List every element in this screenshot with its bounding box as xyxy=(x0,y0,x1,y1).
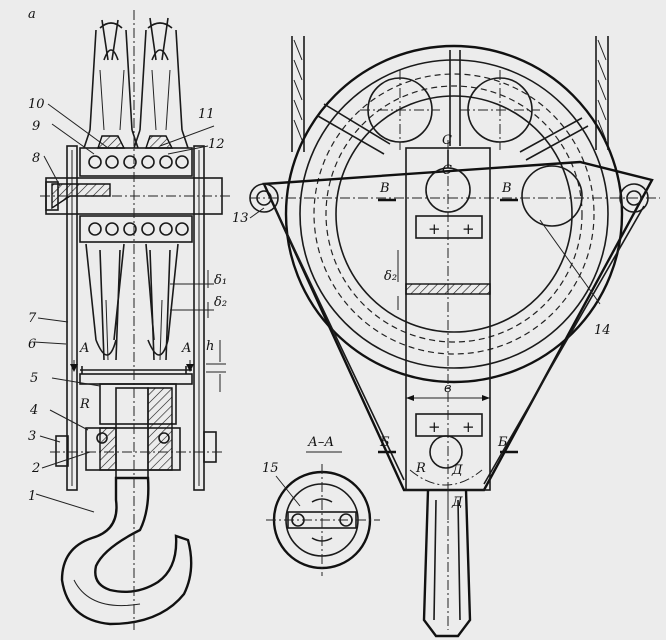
label-3: 3 xyxy=(28,429,36,444)
label-9: 9 xyxy=(32,119,40,134)
label-c-top: C xyxy=(442,133,452,148)
label-15: 15 xyxy=(262,461,279,476)
label-r-right: R xyxy=(415,461,426,476)
label-7: 7 xyxy=(28,311,37,326)
callout-labels: а 10 9 8 11 12 7 6 5 4 3 2 1 A A R h δ₁ … xyxy=(28,7,611,510)
label-delta1: δ₁ xyxy=(214,273,227,288)
label-12: 12 xyxy=(208,137,225,152)
label-section-aa: А–А xyxy=(307,435,334,450)
lower-bearings xyxy=(79,215,193,243)
label-bb-right: Б xyxy=(497,435,508,450)
label-2: 2 xyxy=(31,461,40,476)
svg-text:+: + xyxy=(462,220,475,238)
section-a-a xyxy=(266,451,380,576)
upper-bearings xyxy=(79,135,193,177)
label-5: 5 xyxy=(30,371,38,386)
label-13: 13 xyxy=(232,211,249,226)
label-section-a-right: A xyxy=(181,341,191,356)
label-d-right: Д xyxy=(451,463,463,478)
svg-text:+: + xyxy=(428,220,441,238)
hook-shank xyxy=(422,489,472,638)
label-4: 4 xyxy=(29,403,38,418)
label-1: 1 xyxy=(28,489,36,504)
svg-text:+: + xyxy=(428,418,441,436)
label-section-a-left: A xyxy=(79,341,89,356)
label-c-mid: C xyxy=(442,163,452,178)
label-h: h xyxy=(206,339,214,354)
fig-label: а xyxy=(28,7,36,22)
label-8: 8 xyxy=(32,151,40,166)
label-r-left: R xyxy=(79,397,90,412)
side-section-view xyxy=(33,10,230,630)
sheave-axle xyxy=(40,177,230,215)
label-d-bottom: Д xyxy=(451,495,463,510)
label-delta2: δ₂ xyxy=(214,295,227,310)
label-b-right: В xyxy=(501,181,512,196)
front-view: + + + + xyxy=(249,36,660,638)
svg-text:+: + xyxy=(462,418,475,436)
label-11: 11 xyxy=(198,107,215,122)
label-b-dim: в xyxy=(444,381,452,396)
label-delta2-right: δ₂ xyxy=(384,269,397,284)
label-bb-left: Б xyxy=(379,435,390,450)
label-10: 10 xyxy=(28,97,45,112)
label-14: 14 xyxy=(594,323,611,338)
hook xyxy=(60,476,193,626)
label-6: 6 xyxy=(28,337,36,352)
hook-housing xyxy=(50,383,222,479)
label-b-left: В xyxy=(379,181,390,196)
